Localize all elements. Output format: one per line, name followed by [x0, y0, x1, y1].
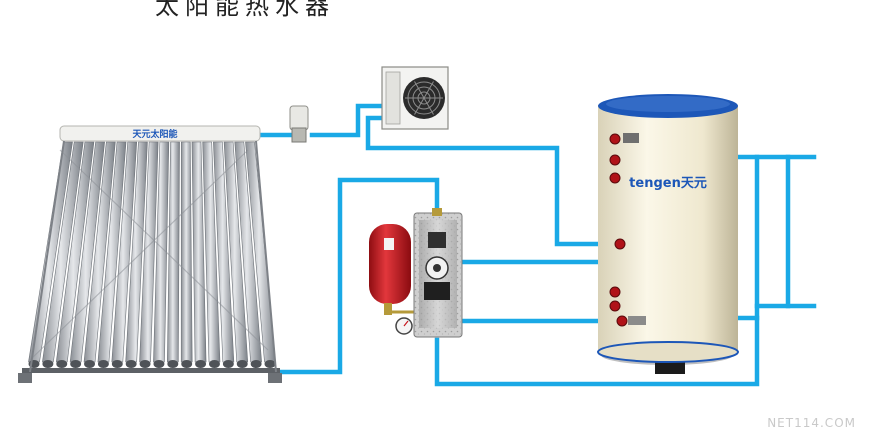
- collector-tube: [191, 141, 207, 363]
- collector-tube-cap: [236, 360, 248, 368]
- collector-header: [59, 125, 261, 142]
- pipe-outdoor-unit-to-tank: [365, 115, 625, 247]
- collector-tube-cap: [56, 360, 68, 368]
- tank-body: [598, 106, 738, 352]
- collector-frame-left: [29, 140, 65, 373]
- pipe-collector-bottom-to-pump: [277, 177, 440, 375]
- collector-tubes: [28, 141, 276, 368]
- collector-tube: [69, 141, 105, 363]
- collector-tube-cap: [153, 360, 165, 368]
- collector-tube: [42, 141, 84, 363]
- collector-tube: [153, 141, 170, 363]
- collector-tube-cap: [42, 360, 54, 368]
- collector-tube-cap: [264, 360, 276, 368]
- pipe-valve-to-outdoor-unit: [309, 103, 387, 138]
- tank-port-lower-1: [609, 286, 621, 298]
- fan-grille-spoke: [423, 81, 434, 99]
- collector-foot-left: [18, 373, 32, 383]
- tank-port-upper-1: [609, 133, 621, 145]
- collector-tube: [55, 141, 95, 363]
- pipe-network: [255, 103, 817, 387]
- collector-tube: [223, 141, 249, 363]
- collector-foot-right: [268, 373, 282, 383]
- collector-tube-cap: [222, 360, 234, 368]
- valve-body: [289, 105, 309, 131]
- collector-tube: [167, 141, 180, 363]
- tank-port-lower-3: [616, 315, 628, 327]
- tank-port-lower-2: [609, 300, 621, 312]
- tank-port-coil-inlet: [614, 238, 626, 250]
- fan-grille-spoke: [414, 81, 425, 99]
- collector-tube: [180, 141, 193, 363]
- collector-frame-right: [255, 140, 277, 373]
- collector-tube-cap: [195, 360, 207, 368]
- collector-tube-cap: [111, 360, 123, 368]
- collector-tube-cap: [139, 360, 151, 368]
- expansion-tank-sticker: [384, 238, 394, 250]
- pump-motor-hub: [433, 264, 441, 272]
- tank-brand-label: tengen天元: [629, 176, 707, 191]
- collector-tube: [213, 141, 235, 363]
- collector-tube: [83, 141, 116, 363]
- collector-tube-cap: [97, 360, 109, 368]
- expansion-tank-body: [369, 224, 411, 304]
- fan-grille-spoke: [423, 97, 434, 115]
- collector-brace-b: [29, 149, 249, 361]
- fan-grille-spoke: [414, 97, 425, 115]
- diagram-title: 太阳能热水器: [155, 0, 335, 20]
- tank-ports: [609, 133, 646, 327]
- pressure-gauge-icon: [395, 317, 413, 335]
- pump-top-fitting: [428, 232, 446, 248]
- expansion-tank-connector: [384, 303, 392, 315]
- collector-tube-cap: [70, 360, 82, 368]
- tank-port-upper-2: [609, 154, 621, 166]
- collector-brand-label: 天元太阳能: [132, 128, 177, 140]
- pressure-gauge-needle: [403, 320, 409, 327]
- collector-tube: [234, 141, 262, 363]
- tank-port-lower-valve: [628, 316, 646, 325]
- outdoor-unit-icon: [381, 66, 449, 130]
- tank-port-upper-valve: [623, 133, 639, 143]
- valve-icon: [289, 105, 309, 143]
- pump-outlet-valve: [432, 208, 442, 216]
- collector-brace-a: [59, 149, 269, 351]
- collector-tube: [202, 141, 221, 363]
- collector-tube: [111, 141, 138, 363]
- expansion-tank-icon: [369, 224, 414, 315]
- tank-bottom-edge: [597, 341, 739, 363]
- valve-base: [291, 127, 307, 143]
- collector-tube-cap: [250, 360, 262, 368]
- solar-collector-icon: 天元太阳能: [18, 125, 282, 383]
- tank-port-upper-3: [609, 172, 621, 184]
- collector-tube: [125, 141, 148, 363]
- collector-tube-cap: [167, 360, 179, 368]
- storage-tank-icon: tengen天元: [597, 94, 739, 374]
- tank-top-highlight: [606, 96, 730, 112]
- collector-tube: [139, 141, 159, 363]
- collector-tube-cap: [181, 360, 193, 368]
- pipe-bottom-return-loop: [434, 315, 760, 387]
- pump-station-icon: [413, 208, 463, 338]
- collector-tube-cap: [208, 360, 220, 368]
- collector-tube-cap: [125, 360, 137, 368]
- outdoor-unit-side-panel: [385, 71, 401, 125]
- watermark: NET114.COM: [767, 416, 856, 430]
- collector-bottom-rail: [22, 368, 280, 373]
- pump-control-box: [424, 282, 450, 300]
- collector-tube-cap: [84, 360, 96, 368]
- outdoor-unit-fan-grille: [405, 81, 443, 115]
